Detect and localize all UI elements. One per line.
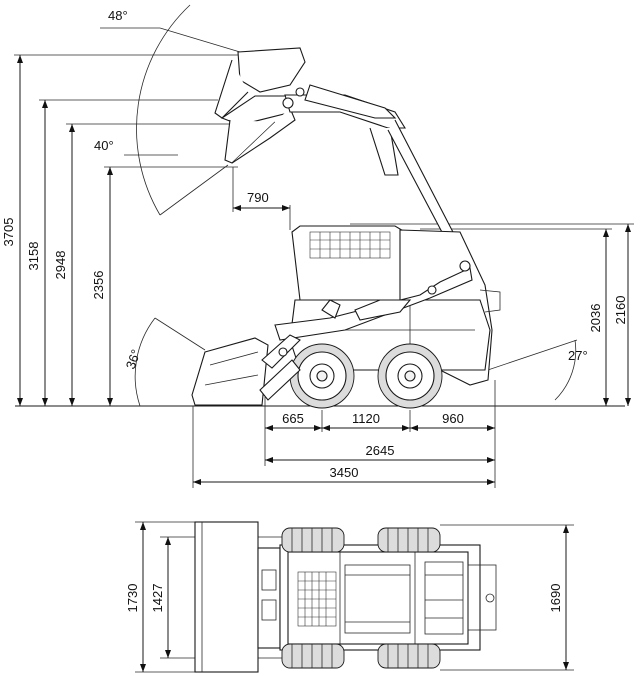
side-view: 3705 3158 2948 2356 (1, 4, 634, 488)
right-height-dimensions: 2160 2036 (350, 223, 634, 406)
angle-40-label: 40° (94, 138, 114, 153)
machine-body-illustration (274, 225, 501, 386)
height-2356-label: 2356 (91, 271, 106, 300)
height-dimensions: 3705 3158 2948 2356 (1, 54, 245, 406)
tyre-width-1427-label: 1427 (150, 584, 165, 613)
angle-36-label: 36° (123, 347, 144, 371)
reach-dimension: 790 (232, 167, 291, 230)
length-2645-label: 2645 (366, 443, 395, 458)
frame-top-illustration (279, 527, 497, 669)
top-view: 1730 1427 1690 (125, 521, 574, 673)
rear-wheel (377, 343, 443, 409)
height-2036-label: 2036 (588, 304, 603, 333)
angle-48-label: 48° (108, 8, 128, 23)
lowered-bucket-illustration (191, 334, 301, 406)
raised-bucket-illustration (214, 47, 471, 271)
length-3450-label: 3450 (330, 465, 359, 480)
front-overhang-665-label: 665 (282, 411, 304, 426)
bucket-top-illustration (194, 521, 259, 673)
angle-27-label: 27° (568, 348, 588, 363)
rear-overhang-960-label: 960 (442, 411, 464, 426)
length-dimensions: 665 1120 960 2645 3450 (192, 380, 496, 488)
bucket-width-1730-label: 1730 (125, 584, 140, 613)
height-2160-label: 2160 (613, 296, 628, 325)
overall-width-1690-label: 1690 (548, 584, 563, 613)
front-wheel (289, 343, 355, 409)
width-dimensions: 1730 1427 1690 (125, 521, 574, 673)
wheelbase-1120-label: 1120 (352, 411, 380, 426)
reach-790-label: 790 (247, 190, 269, 205)
height-3158-label: 3158 (26, 242, 41, 271)
angle-arcs: 48° 40° 36° 27° (94, 4, 588, 407)
height-3705-label: 3705 (1, 218, 16, 247)
height-2948-label: 2948 (53, 251, 68, 280)
